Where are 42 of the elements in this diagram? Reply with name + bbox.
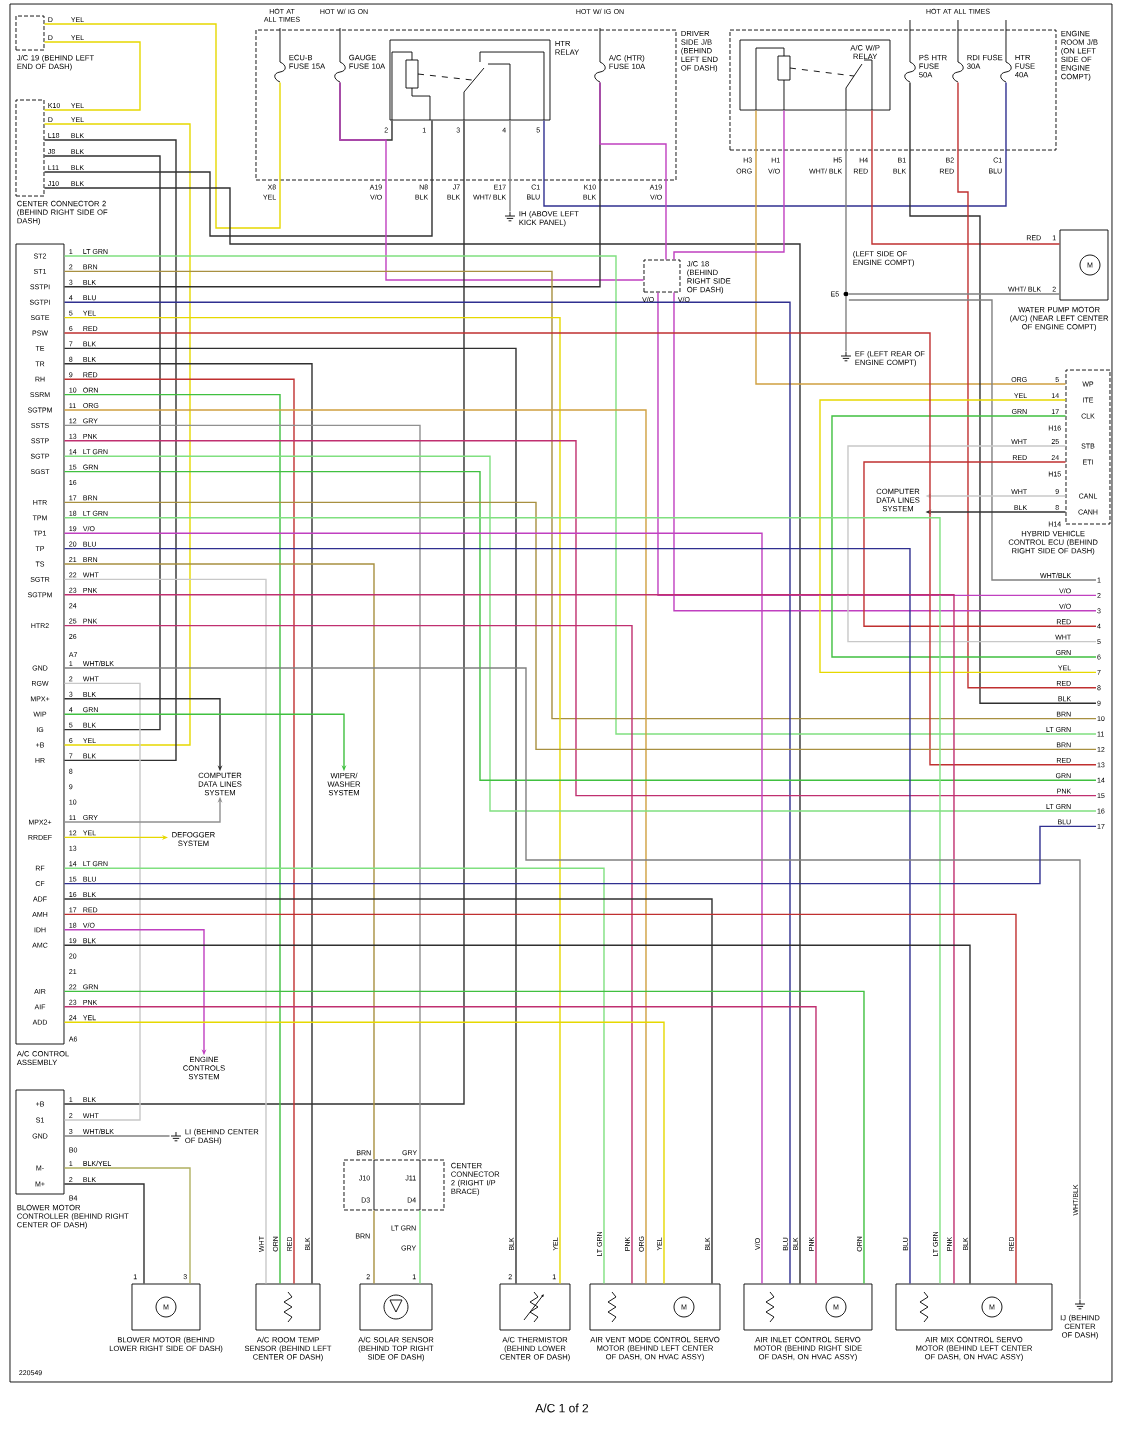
wire: [599, 81, 667, 261]
arrow: [63, 834, 168, 840]
wire: [863, 461, 1097, 627]
wire: [63, 624, 633, 1285]
wire: [848, 293, 1061, 295]
wire: [831, 415, 1097, 658]
wire: [373, 1209, 375, 1285]
wire: [819, 399, 1097, 674]
wire: [63, 424, 421, 1161]
wire: [845, 109, 847, 292]
wire: [957, 81, 1097, 689]
wire: [755, 109, 1067, 385]
wire: [63, 563, 375, 1161]
wire: [909, 81, 1097, 704]
wire: [543, 81, 1007, 207]
wire: [63, 1021, 665, 1285]
wire: [63, 682, 141, 1121]
wire: [43, 155, 161, 731]
wire: [63, 898, 713, 1285]
wire: [419, 1209, 421, 1285]
wire: [63, 532, 763, 1285]
wire: [63, 501, 1097, 751]
wire: [339, 81, 645, 281]
wire: [63, 578, 267, 1285]
wire: [871, 109, 1061, 245]
wire: [509, 119, 511, 213]
wire: [63, 825, 1097, 885]
wire: [845, 296, 847, 353]
wire: [847, 445, 1097, 643]
wire: [673, 109, 785, 261]
wire: [43, 23, 281, 229]
wire: [63, 119, 465, 1105]
wire: [63, 1167, 191, 1285]
wire: [43, 41, 141, 111]
wire: [63, 1183, 145, 1285]
wire: [63, 867, 605, 1285]
wire: [63, 667, 1081, 1301]
wire: [63, 409, 647, 1285]
wire: [848, 299, 1097, 581]
wire: [63, 1135, 171, 1137]
wire: [43, 119, 433, 237]
wire: [63, 332, 1097, 766]
